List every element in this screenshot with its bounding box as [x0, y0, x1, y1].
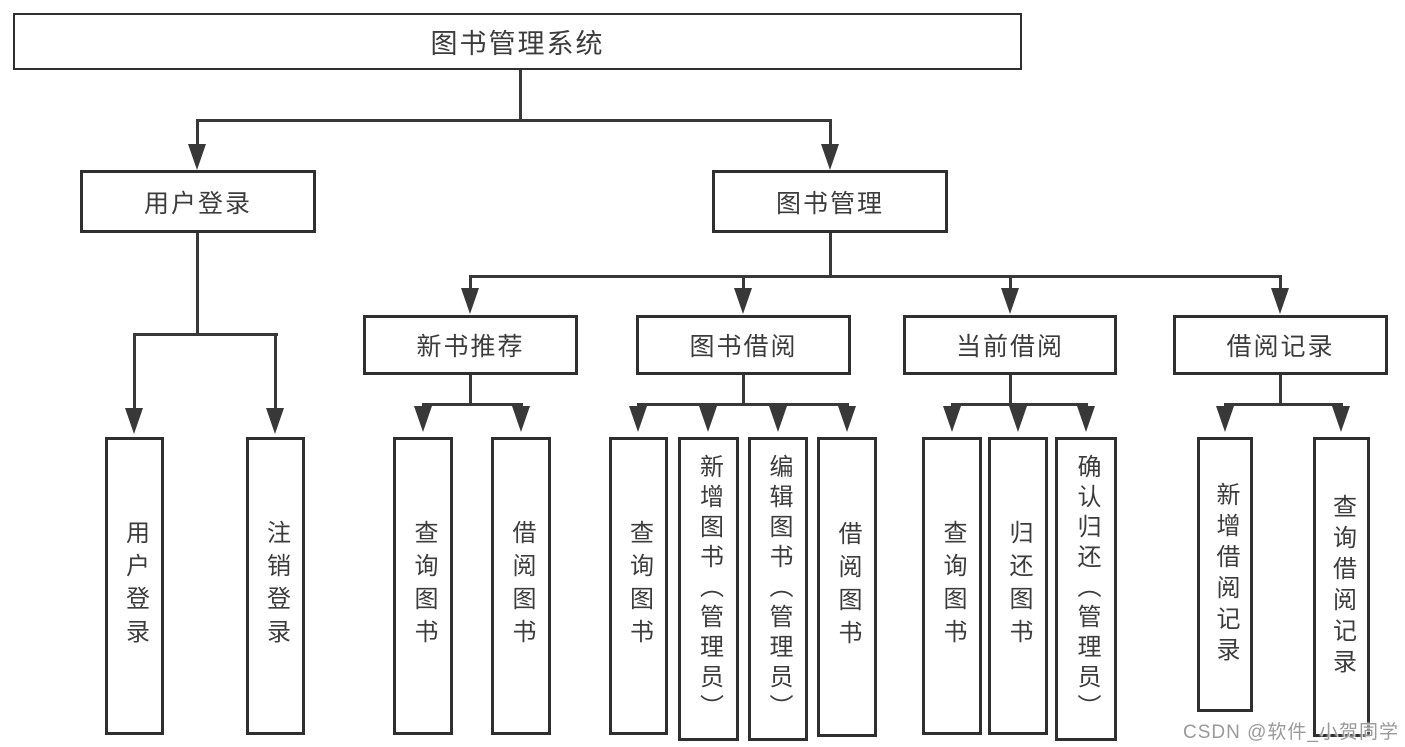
leaf-borrow-books-1: 借阅图书 — [491, 437, 551, 735]
leaf-logout: 注销登录 — [246, 437, 305, 735]
leaf-add-borrow-record: 新增借阅记录 — [1197, 437, 1253, 712]
arrow-down-icon — [734, 288, 752, 314]
connector-drop-mid — [742, 275, 745, 291]
connector-drop-leaf — [133, 333, 136, 410]
connector-branch-user-login — [133, 333, 278, 336]
connector-mid-down — [1009, 375, 1012, 406]
leaf-edit-book-admin: 编辑图书（管理员） — [748, 437, 808, 741]
node-book-management: 图书管理 — [712, 170, 948, 233]
leaf-return-book-label: 归还图书 — [1005, 520, 1032, 652]
leaf-query-books-3-label: 查询图书 — [939, 520, 966, 652]
leaf-edit-book-admin-label: 编辑图书（管理员） — [765, 454, 792, 724]
arrow-down-icon — [188, 144, 206, 170]
arrow-down-icon — [266, 408, 284, 434]
arrow-down-icon — [699, 406, 717, 432]
node-borrow-records: 借阅记录 — [1173, 315, 1388, 375]
connector-branch-records — [1224, 403, 1343, 406]
node-current-borrow: 当前借阅 — [903, 315, 1117, 375]
connector-book-management-down — [829, 233, 832, 278]
connector-branch-recommend — [422, 403, 523, 406]
leaf-query-books-2-label: 查询图书 — [625, 520, 653, 652]
arrow-down-icon — [769, 406, 787, 432]
node-user-login: 用户登录 — [80, 170, 316, 233]
connector-branch-borrow — [637, 403, 849, 406]
arrow-down-icon — [1216, 406, 1234, 432]
node-borrow-records-label: 借阅记录 — [1226, 333, 1335, 361]
connector-branch-current — [951, 403, 1088, 406]
leaf-confirm-return-admin: 确认归还（管理员） — [1055, 437, 1117, 741]
arrow-down-icon — [838, 406, 856, 432]
arrow-down-icon — [1332, 406, 1350, 432]
leaf-add-book-admin: 新增图书（管理员） — [678, 437, 739, 741]
arrow-down-icon — [821, 144, 839, 170]
arrow-down-icon — [1009, 406, 1027, 432]
arrow-down-icon — [1001, 288, 1019, 314]
leaf-query-books-1-label: 查询图书 — [410, 520, 437, 652]
connector-mid-down — [1279, 375, 1282, 406]
arrow-down-icon — [1271, 288, 1289, 314]
arrow-down-icon — [414, 406, 432, 432]
node-new-book-recommend: 新书推荐 — [363, 315, 578, 375]
connector-drop-user-login — [196, 119, 199, 147]
node-book-borrow-label: 图书借阅 — [689, 333, 798, 361]
node-user-login-label: 用户登录 — [143, 189, 252, 218]
node-current-borrow-label: 当前借阅 — [955, 333, 1064, 361]
leaf-return-book: 归还图书 — [988, 437, 1048, 735]
watermark: CSDN @软件_小贺同学 — [1183, 722, 1399, 743]
leaf-borrow-books-2-label: 借阅图书 — [834, 521, 861, 653]
leaf-query-books-3: 查询图书 — [922, 437, 982, 735]
leaf-confirm-return-admin-label: 确认归还（管理员） — [1073, 454, 1100, 724]
leaf-borrow-books-1-label: 借阅图书 — [508, 520, 535, 652]
connector-drop-mid — [469, 275, 472, 291]
leaf-query-borrow-record: 查询借阅记录 — [1313, 437, 1370, 737]
leaf-user-login-label: 用户登录 — [121, 520, 149, 652]
connector-drop-book-management — [829, 119, 832, 147]
arrow-down-icon — [461, 288, 479, 314]
node-new-book-recommend-label: 新书推荐 — [416, 333, 525, 361]
connector-mid-down — [742, 375, 745, 406]
node-root: 图书管理系统 — [13, 13, 1022, 70]
connector-drop-leaf — [274, 333, 277, 410]
connector-drop-mid — [1279, 275, 1282, 291]
arrow-down-icon — [125, 408, 143, 434]
leaf-user-login: 用户登录 — [105, 437, 164, 735]
arrow-down-icon — [629, 406, 647, 432]
arrow-down-icon — [943, 406, 961, 432]
connector-user-login-down — [196, 233, 199, 336]
node-book-borrow: 图书借阅 — [636, 315, 851, 375]
leaf-query-books-2: 查询图书 — [609, 437, 668, 735]
connector-branch-level2 — [469, 275, 1282, 278]
connector-mid-down — [469, 375, 472, 406]
leaf-logout-label: 注销登录 — [262, 520, 290, 652]
leaf-borrow-books-2: 借阅图书 — [817, 437, 877, 737]
node-root-label: 图书管理系统 — [430, 29, 605, 59]
connector-branch-level1 — [196, 119, 832, 122]
leaf-add-book-admin-label: 新增图书（管理员） — [695, 454, 723, 724]
arrow-down-icon — [512, 406, 530, 432]
connector-drop-mid — [1009, 275, 1012, 291]
leaf-add-borrow-record-label: 新增借阅记录 — [1212, 481, 1239, 668]
leaf-query-books-1: 查询图书 — [393, 437, 453, 735]
leaf-query-borrow-record-label: 查询借阅记录 — [1328, 494, 1356, 680]
node-book-management-label: 图书管理 — [775, 189, 884, 218]
arrow-down-icon — [1077, 406, 1095, 432]
connector-root-trunk — [519, 70, 522, 120]
